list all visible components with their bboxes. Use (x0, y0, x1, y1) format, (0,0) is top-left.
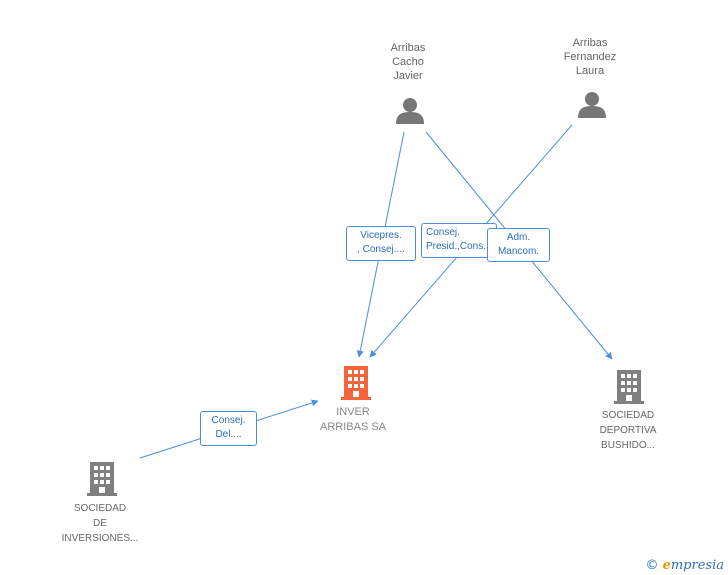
brand-name: mpresia (670, 558, 724, 573)
edge-label-cacho-deportiva[interactable]: Adm. Mancom. (487, 228, 550, 262)
person-icon[interactable] (396, 98, 424, 124)
node-label-fernandez[interactable]: Arribas Fernandez Laura (563, 37, 617, 77)
person-icon[interactable] (578, 92, 606, 118)
node-label-inversiones[interactable]: SOCIEDAD DE INVERSIONES... (61, 503, 139, 544)
building-icon[interactable] (87, 462, 117, 496)
building-icon[interactable] (614, 370, 644, 404)
node-label-deportiva[interactable]: SOCIEDAD DEPORTIVA BUSHIDO... (599, 410, 657, 451)
empresia-logo: © empresia (645, 558, 724, 573)
copyright-icon: © (645, 558, 659, 573)
edge-label-fernandez-inver[interactable]: Consej. Presid.,Cons... (421, 223, 497, 258)
node-label-inver[interactable]: INVER ARRIBAS SA (319, 406, 387, 433)
edge-label-cacho-inver[interactable]: Vicepres. , Consej.... (346, 226, 416, 261)
brand-initial: e (662, 558, 671, 573)
building-icon[interactable] (341, 366, 371, 400)
edge-label-inversiones-inver[interactable]: Consej. Del.... (200, 411, 257, 446)
node-label-cacho[interactable]: Arribas Cacho Javier (390, 42, 426, 82)
